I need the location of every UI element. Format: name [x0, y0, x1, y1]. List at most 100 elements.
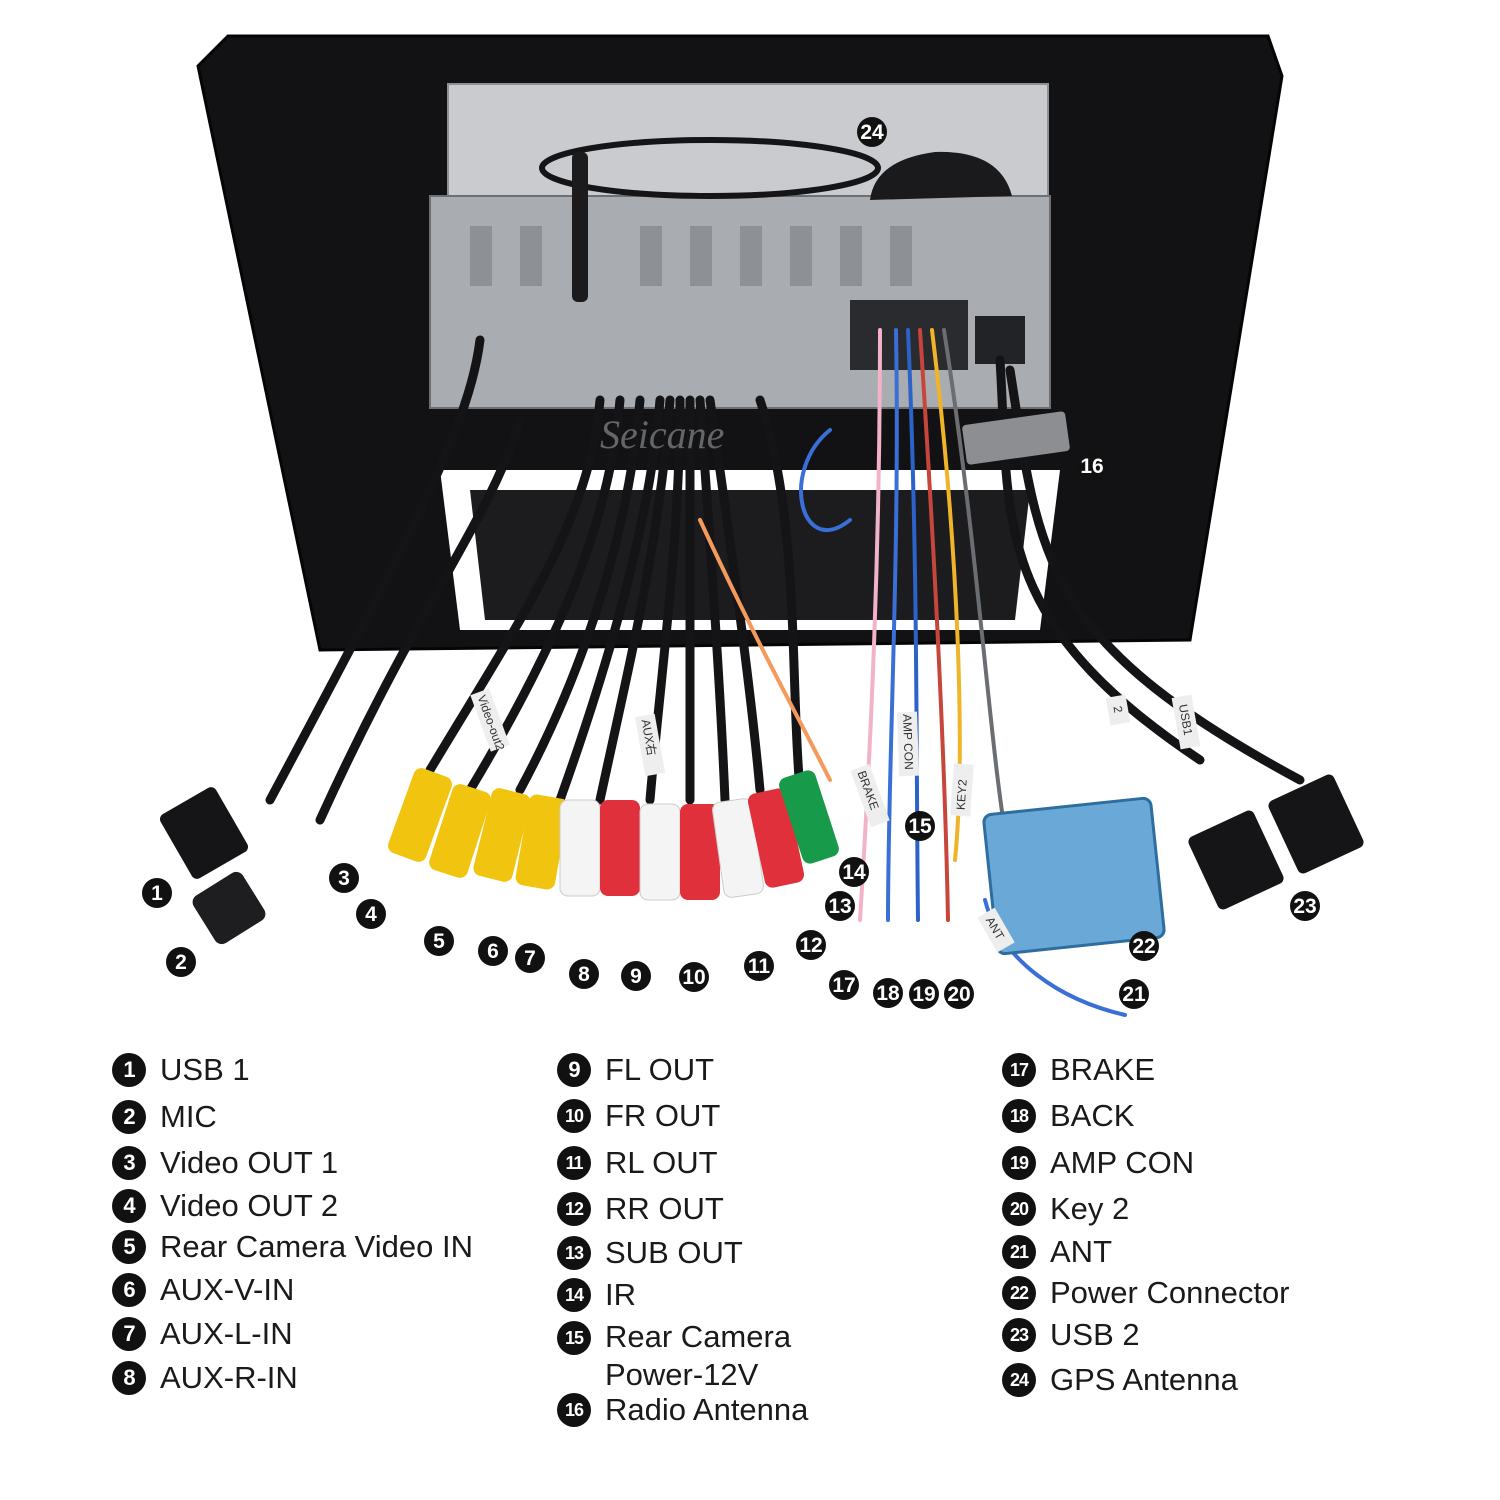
legend-label: Key 2 [1050, 1191, 1130, 1226]
callout-12: 12 [796, 930, 826, 960]
legend-label: BACK [1050, 1098, 1135, 1133]
legend-number-badge: 11 [557, 1146, 591, 1180]
callout-24: 24 [857, 117, 887, 147]
legend-number-badge: 6 [112, 1273, 146, 1307]
callout-4: 4 [356, 899, 386, 929]
legend-label: AUX-V-IN [160, 1272, 295, 1307]
legend-number-badge: 10 [557, 1099, 591, 1133]
sticker-usb2: 2 [1110, 705, 1125, 714]
callout-badge [424, 926, 454, 956]
callout-badge [1119, 979, 1149, 1009]
callout-badge [1077, 451, 1107, 481]
callout-13: 13 [825, 891, 855, 921]
legend-label: USB 1 [160, 1052, 250, 1087]
callout-10: 10 [679, 962, 709, 992]
gps-antenna-puck [870, 151, 1012, 200]
watermark: Seicane [600, 412, 724, 457]
vent-slots [470, 226, 912, 286]
callout-badge [944, 979, 974, 1009]
legend-number-badge: 15 [557, 1321, 591, 1355]
callout-badge [1129, 931, 1159, 961]
radio-antenna-plug [962, 411, 1070, 465]
callout-badge [873, 978, 903, 1008]
usb1-plug [159, 787, 249, 879]
legend-number-badge: 24 [1002, 1363, 1036, 1397]
legend-number-badge: 23 [1002, 1318, 1036, 1352]
legend-number-badge: 12 [557, 1192, 591, 1226]
callout-number: 17 [832, 974, 855, 997]
legend-label: RR OUT [605, 1191, 724, 1226]
gps-coil [539, 137, 881, 199]
callout-18: 18 [873, 978, 903, 1008]
callout-11: 11 [744, 951, 774, 981]
callout-badge [825, 891, 855, 921]
legend-label: USB 2 [1050, 1317, 1140, 1352]
callout-8: 8 [569, 959, 599, 989]
legend-number-badge: 21 [1002, 1235, 1036, 1269]
legend-label: Radio Antenna [605, 1392, 809, 1427]
callout-22: 22 [1129, 931, 1159, 961]
callout-number: 10 [682, 966, 705, 989]
legend-number-badge: 14 [557, 1278, 591, 1312]
legend-label: ANT [1050, 1234, 1112, 1269]
callout-6: 6 [478, 936, 508, 966]
callout-number: 1 [151, 882, 163, 905]
callout-21: 21 [1119, 979, 1149, 1009]
wiring-photo: Video-out2 AUX右 BRAKE AMP CON KEY2 ANT U… [142, 34, 1364, 1017]
legend-number-badge: 3 [112, 1146, 146, 1180]
callout-badge [829, 970, 859, 1000]
callout-number: 7 [524, 947, 536, 970]
power-connector [982, 796, 1166, 956]
callout-number: 24 [860, 121, 884, 144]
callout-20: 20 [944, 979, 974, 1009]
usb2-plug-a [1188, 810, 1284, 910]
callout-number: 2 [175, 951, 187, 974]
legend-number-badge: 13 [557, 1236, 591, 1270]
callout-badge [329, 863, 359, 893]
callout-number: 14 [842, 861, 866, 884]
legend-number-badge: 16 [557, 1393, 591, 1427]
legend-label: FL OUT [605, 1052, 715, 1087]
callout-badge [621, 961, 651, 991]
callout-number: 21 [1122, 983, 1146, 1006]
legend-label: MIC [160, 1099, 217, 1134]
callout-number: 16 [1080, 455, 1103, 478]
callout-14: 14 [839, 857, 869, 887]
callout-number: 3 [338, 867, 350, 890]
sticker-aux-r: AUX右 [639, 718, 660, 757]
callout-number: 18 [876, 982, 900, 1005]
callout-badge [909, 979, 939, 1009]
callout-number: 19 [912, 983, 935, 1006]
callout-number: 5 [433, 930, 445, 953]
legend-number-badge: 18 [1002, 1099, 1036, 1133]
legend-label: Rear Camera Video IN [160, 1229, 474, 1264]
legend-number-badge: 20 [1002, 1192, 1036, 1226]
callout-badge [796, 930, 826, 960]
callout-23: 23 [1290, 891, 1320, 921]
callout-9: 9 [621, 961, 651, 991]
wire-stickers: Video-out2 AUX右 BRAKE AMP CON KEY2 ANT U… [470, 688, 1201, 953]
callout-number: 22 [1132, 935, 1155, 958]
wifi-antenna [572, 152, 588, 302]
callout-number: 13 [828, 895, 851, 918]
callout-badge [1290, 891, 1320, 921]
legend-number-badge: 7 [112, 1317, 146, 1351]
callout-number: 9 [630, 965, 642, 988]
callout-7: 7 [515, 943, 545, 973]
callout-badge [744, 951, 774, 981]
sticker-amp: AMP CON [900, 714, 916, 770]
legend-label: FR OUT [605, 1098, 721, 1133]
callout-badge [356, 899, 386, 929]
callout-16: 16 [1077, 451, 1107, 481]
callout-badge [679, 962, 709, 992]
callout-17: 17 [829, 970, 859, 1000]
callout-number: 20 [947, 983, 970, 1006]
legend-number-badge: 22 [1002, 1276, 1036, 1310]
legend-label: Rear Camera Power-12V [605, 1319, 792, 1392]
legend-number-badge: 17 [1002, 1053, 1036, 1087]
legend-number-badge: 1 [112, 1053, 146, 1087]
sticker-key2: KEY2 [954, 779, 970, 811]
legend-label: SUB OUT [605, 1235, 743, 1270]
callout-number: 11 [748, 955, 771, 978]
callout-19: 19 [909, 979, 939, 1009]
